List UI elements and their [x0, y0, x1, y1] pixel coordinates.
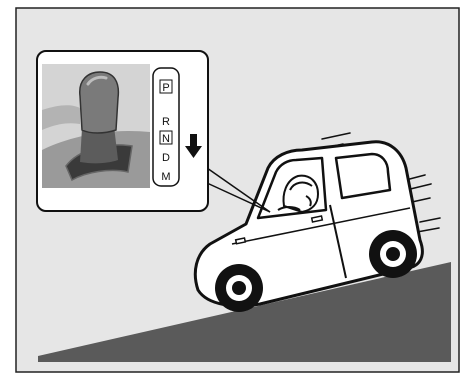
- shift-knob: [80, 72, 119, 133]
- front-wheel: [215, 264, 263, 312]
- gear-r-label: R: [162, 116, 170, 128]
- car-side-marker: [236, 238, 246, 244]
- gear-n-label: N: [162, 133, 170, 145]
- rear-wheel: [369, 230, 417, 278]
- car-side-window: [336, 154, 390, 198]
- gear-p-label: P: [162, 82, 169, 94]
- gear-d-label: D: [162, 152, 170, 164]
- gear-m-label: M: [161, 171, 170, 183]
- shifter-inset: P R N D M: [37, 51, 208, 211]
